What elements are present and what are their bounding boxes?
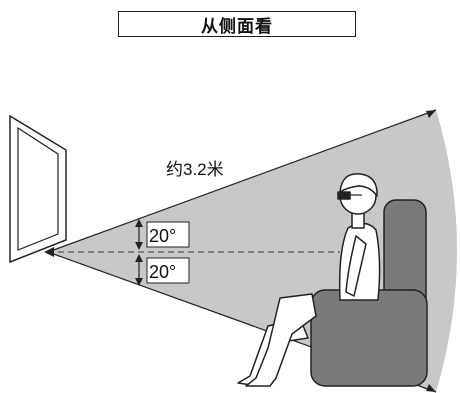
screen-arrowhead (44, 247, 54, 257)
diagram-title: 从侧面看 (118, 11, 356, 37)
upper-angle-arrow (135, 219, 143, 250)
angle-up-label: 20° (149, 226, 176, 246)
lower-angle-arrow (135, 254, 143, 286)
upper-ray-arrowhead (426, 110, 436, 118)
tv-panel (9, 114, 67, 264)
upper-view-ray (47, 109, 437, 253)
angle-down-label: 20° (149, 262, 176, 282)
seated-person (237, 173, 381, 387)
distance-label: 约3.2米 (166, 160, 224, 179)
angle-down-label-box (146, 257, 190, 284)
angle-up-label-box (146, 221, 190, 248)
armchair (310, 199, 428, 387)
lower-ray-arrowhead (426, 384, 436, 392)
